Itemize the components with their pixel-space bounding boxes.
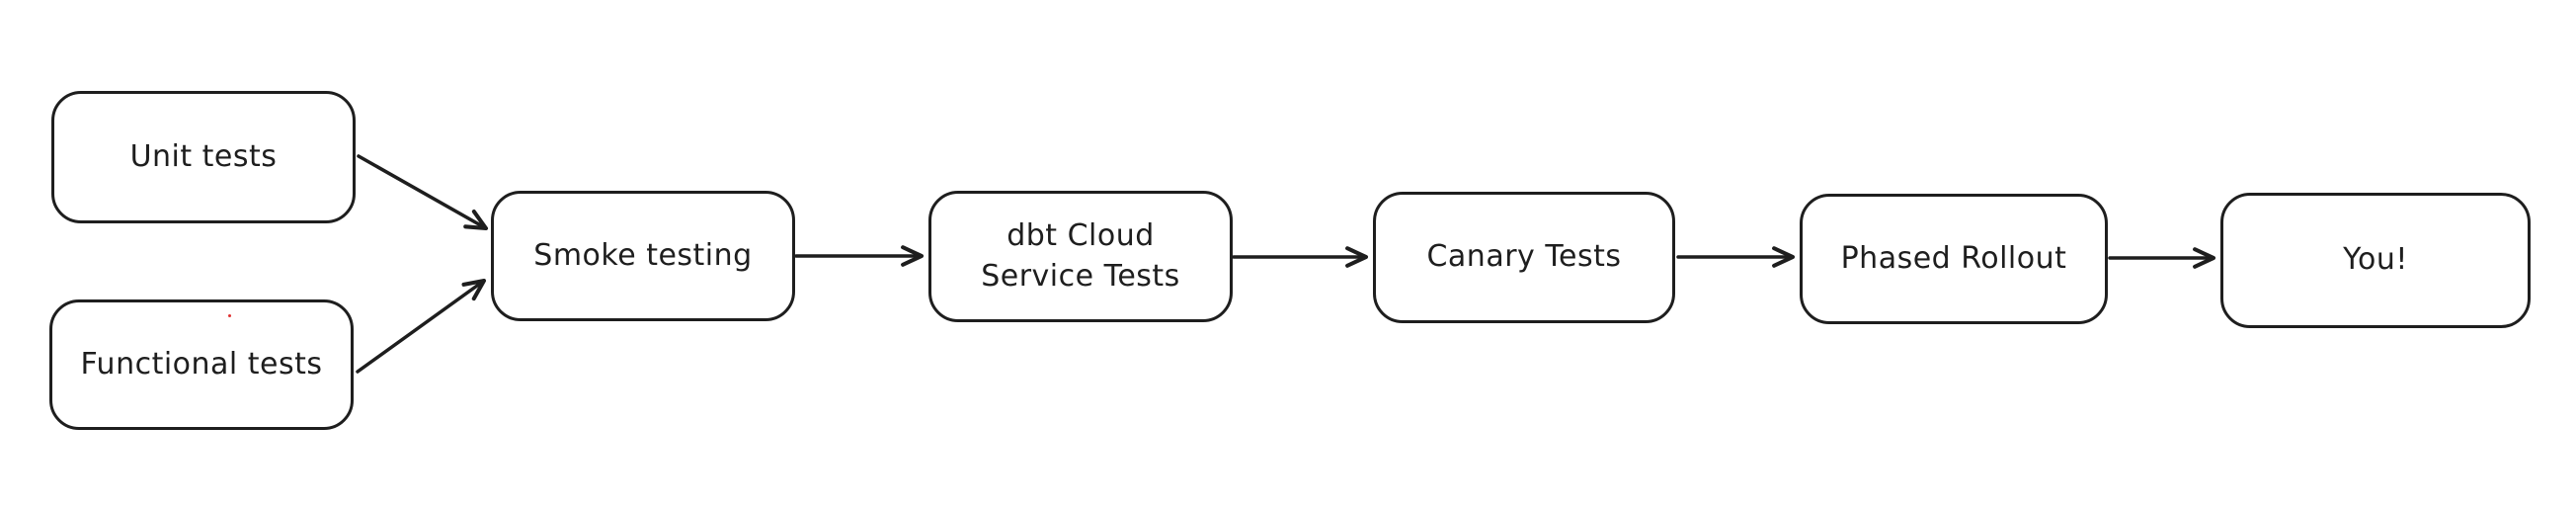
node-smoke-testing-label: Smoke testing [533, 237, 753, 273]
node-smoke-testing[interactable]: Smoke testing [491, 191, 795, 321]
node-functional-tests[interactable]: Functional tests [49, 299, 354, 430]
node-unit-tests-label: Unit tests [129, 138, 278, 174]
node-dbt-cloud-service-tests-line1: dbt Cloud [1006, 218, 1155, 253]
node-canary-tests[interactable]: Canary Tests [1373, 192, 1675, 323]
node-functional-tests-label: Functional tests [80, 346, 323, 382]
node-dbt-cloud-service-tests-label: dbt Cloud Service Tests [967, 216, 1194, 297]
node-dbt-cloud-service-tests[interactable]: dbt Cloud Service Tests [928, 191, 1233, 322]
node-phased-rollout-label: Phased Rollout [1840, 240, 2067, 276]
node-dbt-cloud-service-tests-line2: Service Tests [981, 258, 1180, 294]
edge-unit-tests-to-smoke-testing[interactable] [357, 154, 489, 231]
node-phased-rollout[interactable]: Phased Rollout [1800, 194, 2108, 324]
node-canary-tests-label: Canary Tests [1426, 239, 1622, 275]
node-you[interactable]: You! [2220, 193, 2531, 328]
red-dot-artifact [228, 314, 231, 317]
edge-functional-tests-to-smoke-testing[interactable] [356, 278, 487, 374]
node-you-label: You! [2343, 242, 2408, 278]
node-unit-tests[interactable]: Unit tests [51, 91, 356, 223]
